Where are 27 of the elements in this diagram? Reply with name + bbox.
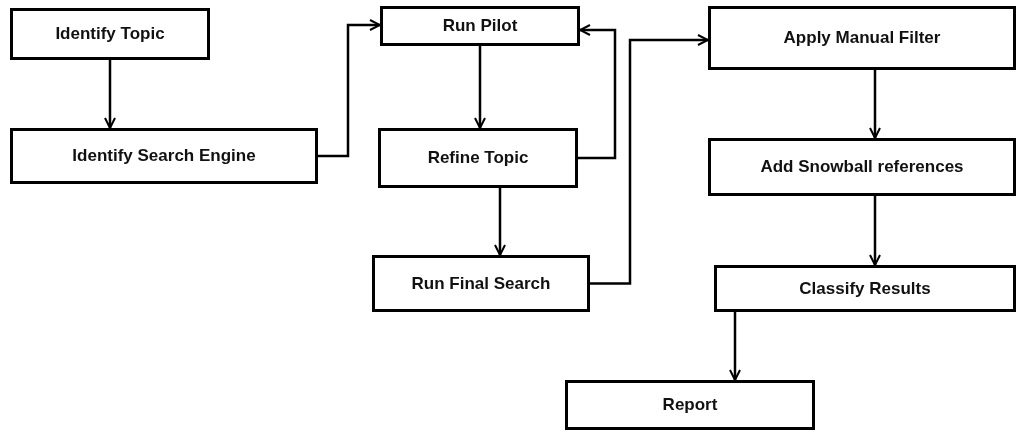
- arrow: [578, 24, 617, 160]
- process-box: [372, 255, 590, 312]
- box-label: Refine Topic: [427, 148, 529, 168]
- box-label: Apply Manual Filter: [783, 28, 941, 48]
- arrow: [318, 19, 381, 158]
- arrow: [729, 312, 741, 381]
- process-box: [708, 6, 1016, 70]
- process-box: [10, 8, 210, 60]
- arrow: [869, 196, 881, 266]
- box-label: Identify Search Engine: [72, 146, 256, 166]
- box-label: Report: [662, 395, 718, 415]
- arrow: [869, 70, 881, 139]
- box-label: Add Snowball references: [760, 157, 964, 177]
- arrow: [474, 46, 486, 129]
- process-box: [10, 128, 318, 184]
- process-box: [380, 6, 580, 46]
- arrow: [104, 60, 116, 129]
- box-label: Classify Results: [799, 278, 931, 299]
- process-box: [708, 138, 1016, 196]
- process-box: [378, 128, 578, 188]
- box-label: Run Final Search: [411, 273, 551, 294]
- box-label: Run Pilot: [442, 16, 518, 36]
- box-label: Identify Topic: [55, 24, 165, 44]
- process-box: [714, 265, 1016, 312]
- process-box: [565, 380, 815, 430]
- arrow: [494, 188, 506, 256]
- arrow: [590, 34, 709, 285]
